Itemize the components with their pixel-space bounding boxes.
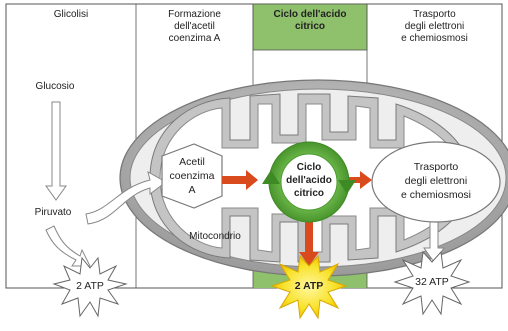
citric-cycle-column-highlight — [252, 3, 368, 51]
pyruvate-label: Piruvato — [34, 207, 72, 218]
atp-starburst-glycolysis — [52, 256, 128, 318]
column-header-glycolysis: Glicolisi — [53, 9, 89, 20]
column-header-citric-cycle-text: Ciclo dell'acido citrico — [273, 9, 347, 32]
glucose-label: Glucosio — [35, 81, 75, 92]
pyruvate-to-acetyl-arrow — [85, 171, 167, 225]
column-header-acetyl-formation: Formazione dell'acetil coenzima A — [136, 9, 253, 45]
column-header-transport: Trasporto degli elettroni e chemiosmosi — [367, 9, 502, 45]
acetyl-coa-label: Acetil coenzima A — [162, 155, 222, 197]
atp-starburst-transport — [393, 250, 471, 316]
citric-cycle-text: Ciclo dell'acido citrico — [286, 162, 332, 199]
transport-label: Trasporto degli elettroni e chemiosmosi — [384, 160, 488, 202]
atp-glycolysis-label: 2 ATP — [76, 280, 104, 292]
atp-citric-cycle-label: 2 ATP — [294, 280, 324, 292]
cycle-arrowhead-right — [338, 180, 356, 194]
cycle-arrowhead-left — [262, 170, 280, 184]
atp-transport-label: 32 ATP — [415, 276, 449, 288]
column-header-acetyl-formation-text: Formazione dell'acetil coenzima A — [168, 9, 221, 44]
transport-ellipse — [371, 141, 501, 223]
column-header-citric-cycle: Ciclo dell'acido citrico — [253, 9, 367, 33]
acetyl-to-cycle-arrow — [222, 170, 258, 190]
acetyl-coa-hexagon — [161, 143, 223, 209]
mitochondrion-label: Mitocondrio — [189, 231, 241, 242]
atp-starburst-citric — [270, 254, 348, 320]
glucose-to-pyruvate-arrow — [45, 101, 67, 201]
citric-cycle-label: Ciclo dell'acido citrico — [279, 161, 339, 200]
citric-cycle-core — [280, 153, 338, 211]
transport-text: Trasporto degli elettroni e chemiosmosi — [400, 161, 472, 201]
cycle-to-atp-arrow — [299, 222, 319, 266]
column-header-transport-text: Trasporto degli elettroni e chemiosmosi — [401, 9, 468, 44]
acetyl-coa-text: Acetil coenzima A — [169, 156, 215, 196]
cycle-to-transport-arrow — [348, 171, 372, 189]
